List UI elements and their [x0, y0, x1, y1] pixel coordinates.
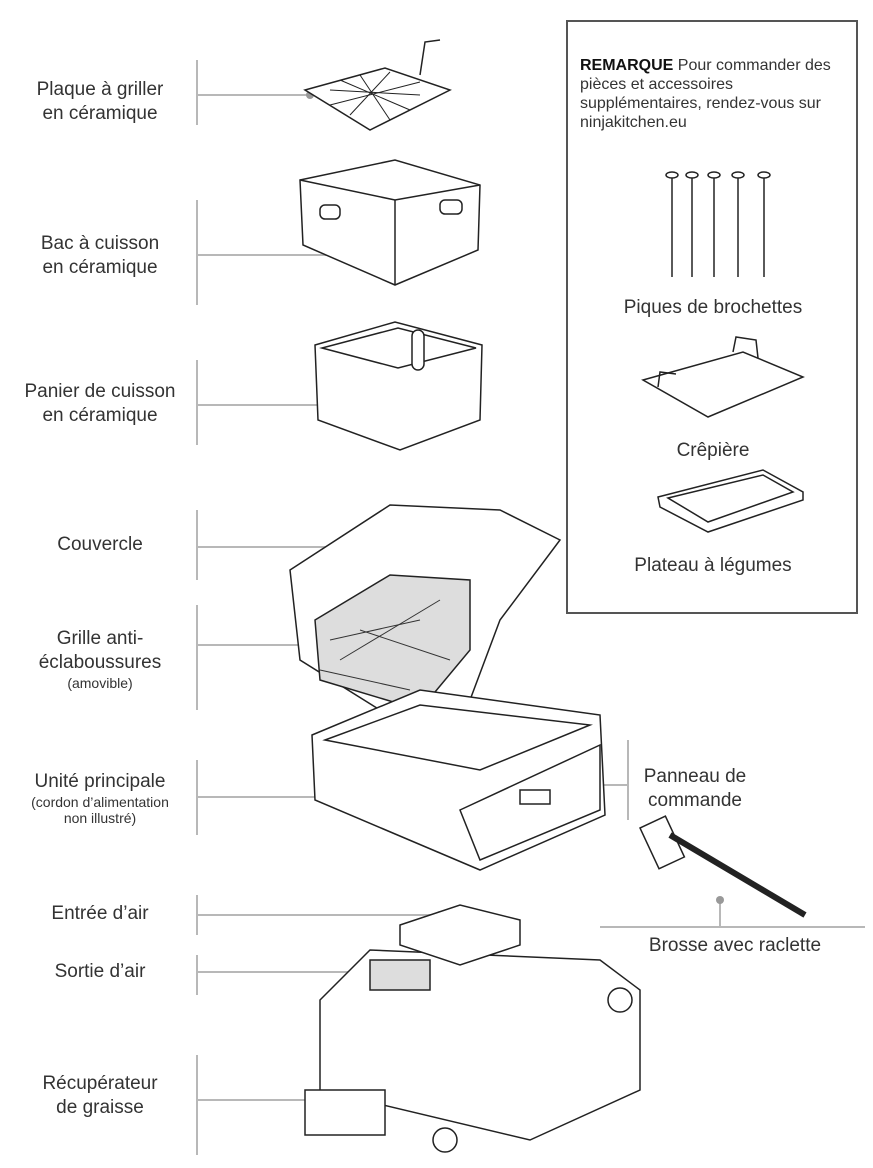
accessory-label-skewers: Piques de brochettes	[623, 297, 803, 318]
divider	[196, 1055, 198, 1155]
main-unit-drawing	[311, 689, 606, 871]
divider	[196, 760, 198, 835]
divider	[196, 955, 198, 995]
lid-drawing	[289, 504, 562, 736]
accessory-label-vegetable-tray: Plateau à légumes	[634, 555, 792, 576]
divider	[627, 740, 629, 820]
divider	[196, 895, 198, 935]
divider	[196, 360, 198, 445]
label-air-outlet: Sortie d’air	[54, 961, 146, 982]
label-lid: Couvercle	[57, 534, 143, 555]
label-air-intake: Entrée d’air	[51, 903, 149, 924]
cooking-pot-drawing	[299, 159, 481, 286]
leader-lines	[196, 94, 865, 1101]
vegetable-tray-drawing	[657, 469, 804, 533]
accessories-illustration	[641, 171, 805, 533]
note-text: REMARQUE Pour commander des pièces et ac…	[580, 57, 831, 131]
label-brush: Brosse avec raclette	[648, 935, 822, 956]
divider	[196, 605, 198, 710]
accessory-label-crepe-pan: Crêpière	[676, 440, 750, 461]
brush-drawing	[639, 815, 807, 918]
divider	[196, 510, 198, 580]
skewers-drawing	[665, 171, 771, 277]
label-splatter-shield: Grille anti-éclaboussures(amovible)	[38, 628, 162, 691]
crepe-pan-drawing	[641, 336, 805, 418]
base-unit-drawing	[304, 904, 641, 1153]
basket-drawing	[314, 321, 483, 451]
note-box: REMARQUE Pour commander des pièces et ac…	[566, 20, 858, 614]
divider	[196, 200, 198, 305]
grill-plate-drawing	[303, 39, 452, 131]
divider	[196, 60, 198, 125]
